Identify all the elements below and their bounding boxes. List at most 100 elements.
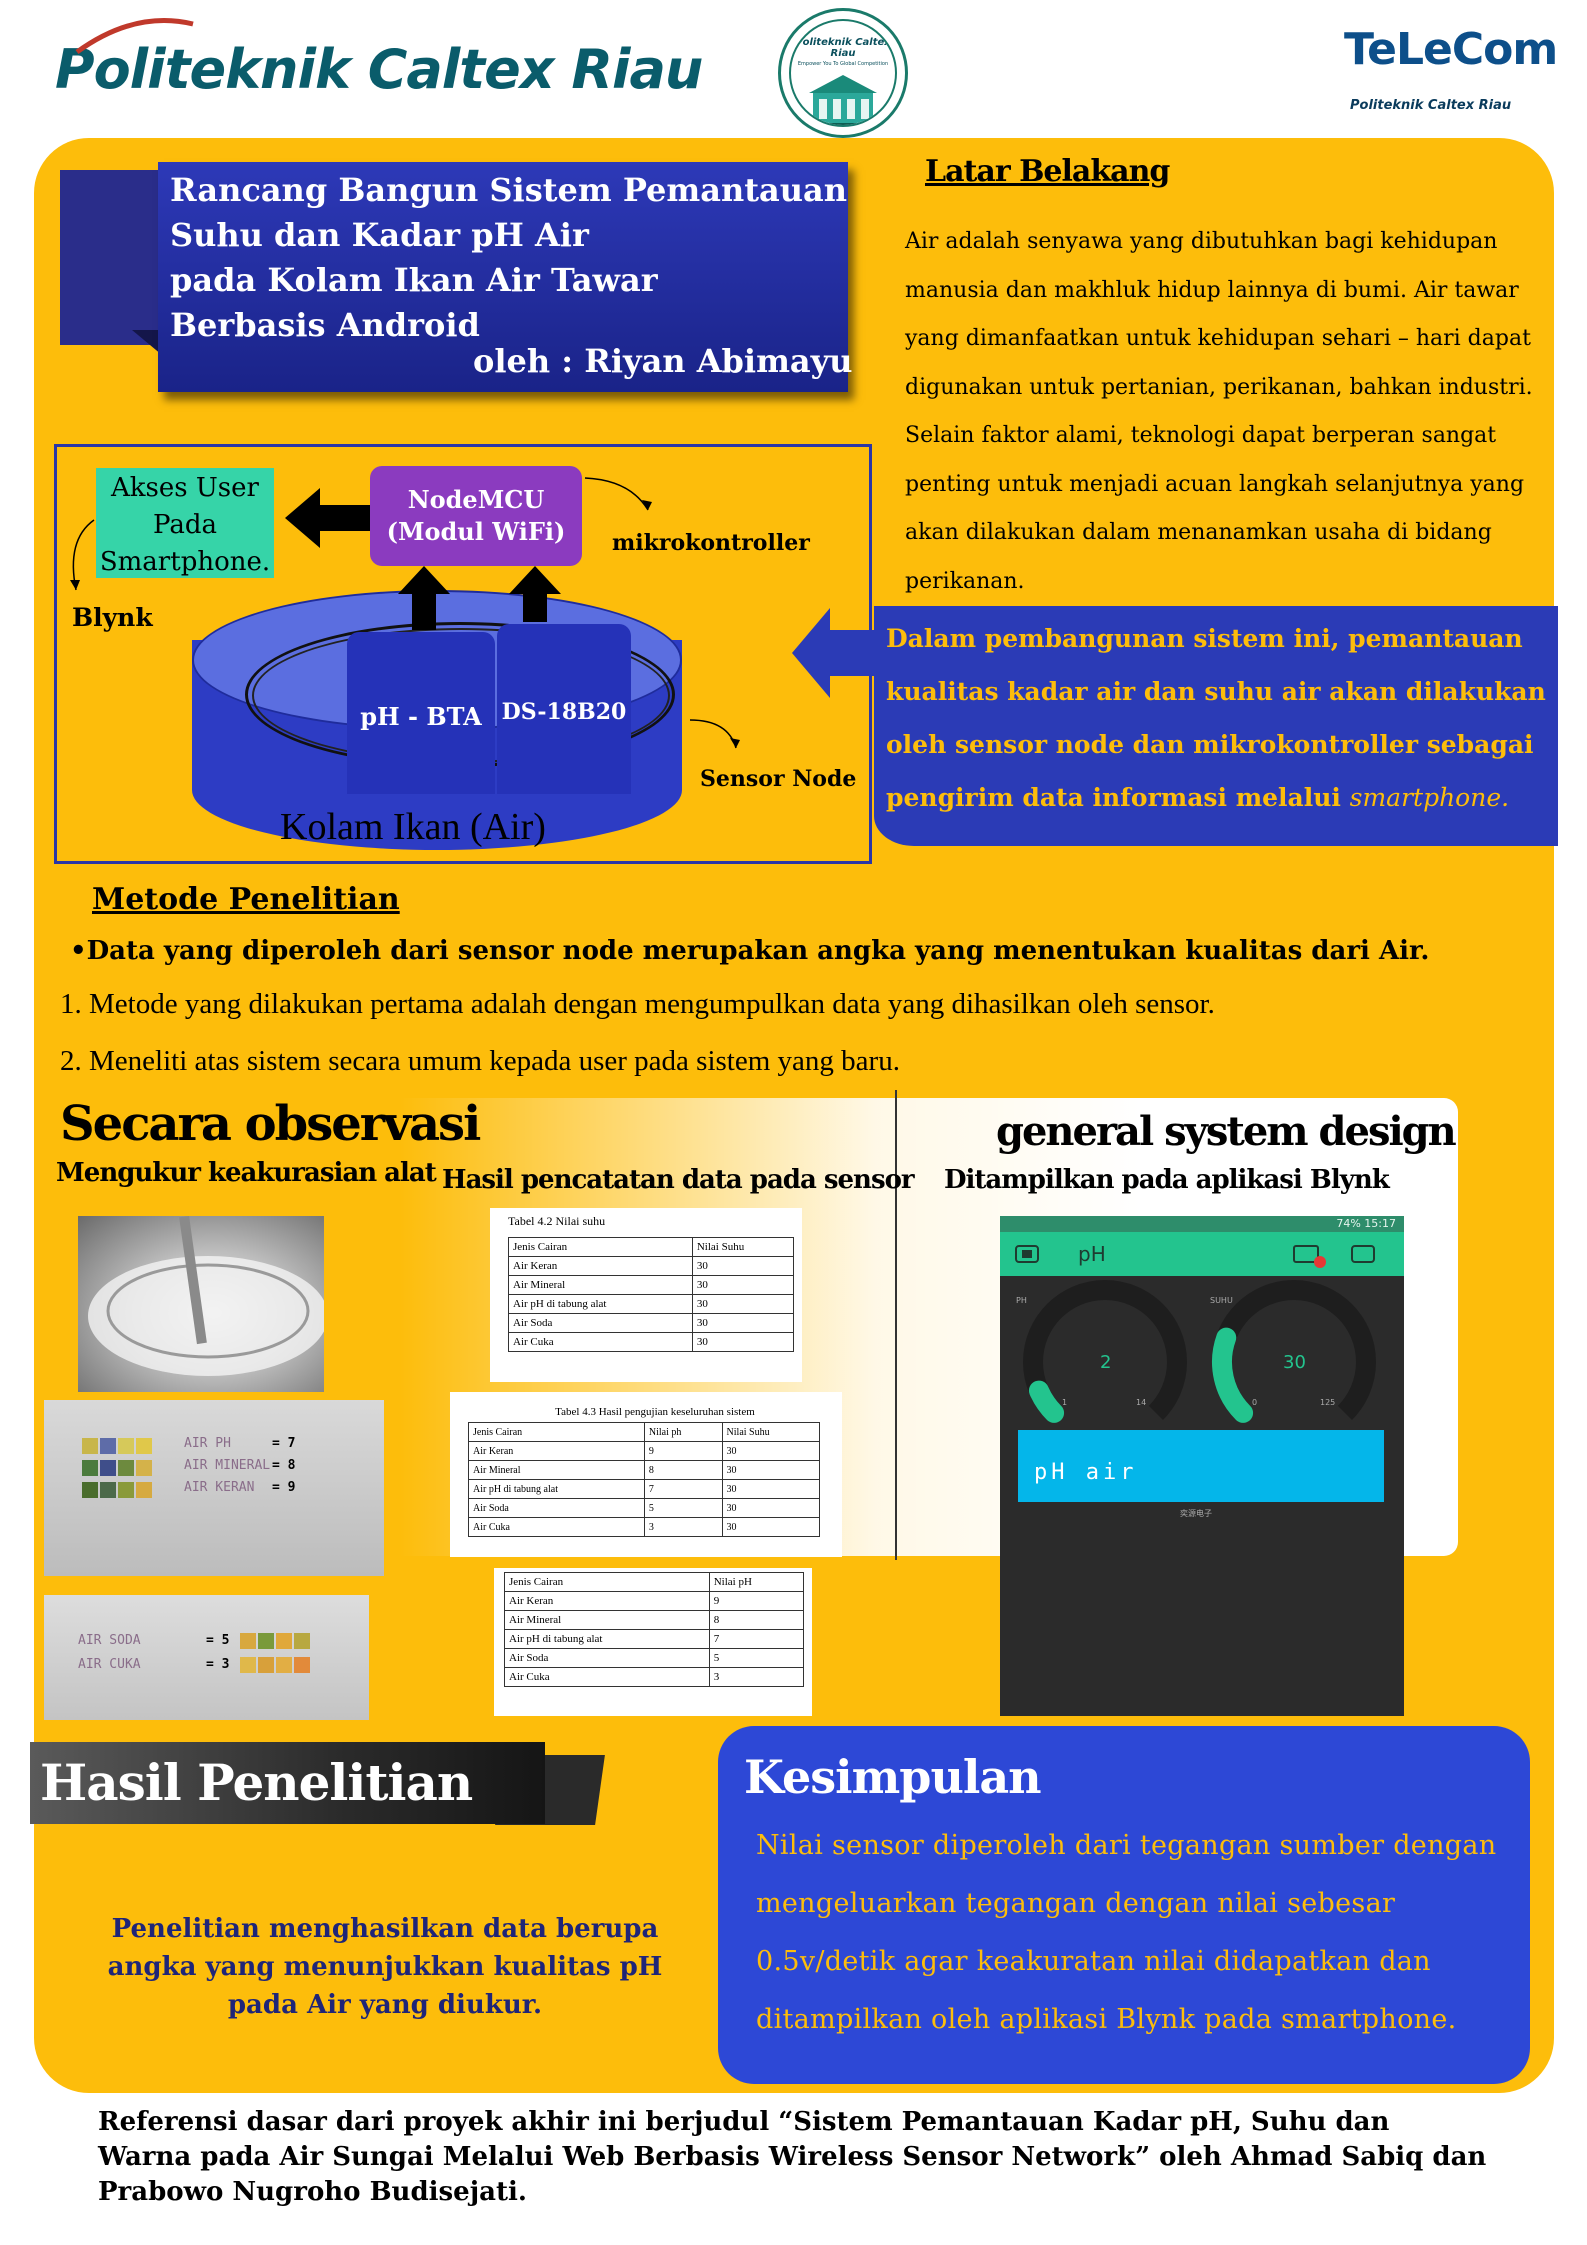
nodemcu-box: NodeMCU (Modul WiFi) bbox=[370, 466, 582, 566]
table-cell: 30 bbox=[721, 1479, 821, 1499]
table-cell: 30 bbox=[691, 1332, 795, 1352]
callout-arrow-icon bbox=[792, 608, 878, 698]
device-icon[interactable] bbox=[1292, 1242, 1328, 1268]
stop-icon[interactable] bbox=[1350, 1244, 1376, 1264]
table-cell: 30 bbox=[721, 1460, 821, 1480]
callout-italic: smartphone. bbox=[1349, 783, 1510, 812]
table-cell: 30 bbox=[691, 1256, 795, 1276]
lcd-widget: pH air bbox=[1018, 1430, 1384, 1502]
arrow-up-icon bbox=[398, 566, 450, 630]
label-air-keran: AIR KERAN bbox=[184, 1480, 255, 1495]
lcd-text: pH air bbox=[1034, 1460, 1138, 1485]
label-air-cuka: AIR CUKA bbox=[78, 1657, 141, 1672]
value-8: = 8 bbox=[272, 1458, 296, 1473]
gauge1-value: 2 bbox=[1100, 1352, 1112, 1373]
table-cell: Air Soda bbox=[468, 1498, 645, 1518]
title-line-4: Berbasis Android bbox=[170, 306, 480, 344]
label-air-ph: AIR PH bbox=[184, 1436, 231, 1451]
gauge2-value: 30 bbox=[1283, 1352, 1306, 1373]
table-cell: Air Keran bbox=[508, 1256, 693, 1276]
metode-item-1: 1. Metode yang dilakukan pertama adalah … bbox=[60, 988, 1215, 1020]
table-cell: Air Cuka bbox=[468, 1517, 645, 1537]
sensor-ds18b20: DS-18B20 bbox=[497, 624, 631, 794]
blynk-label: Blynk bbox=[72, 603, 153, 632]
akses-line-3: Smartphone. bbox=[99, 547, 271, 577]
hasil-title: Hasil Penelitian bbox=[30, 1742, 545, 1824]
title-banner: Rancang Bangun Sistem Pemantauan Suhu da… bbox=[158, 162, 853, 392]
gauge1-label: PH bbox=[1016, 1296, 1027, 1305]
building-icon bbox=[807, 75, 879, 125]
table-cell: 9 bbox=[708, 1591, 805, 1611]
callout-text: Dalam pembangunan sistem ini, pemantauan… bbox=[886, 624, 1546, 812]
observasi-divider bbox=[895, 1090, 897, 1560]
table-cell: 30 bbox=[691, 1313, 795, 1333]
table-cell: Nilai pH bbox=[708, 1572, 805, 1592]
hasil-text: Penelitian menghasilkan data berupa angk… bbox=[107, 1914, 663, 2020]
metode-item-2: 2. Meneliti atas sistem secara umum kepa… bbox=[60, 1045, 900, 1077]
photo-ph-strips-1: AIR PH AIR MINERAL AIR KERAN = 7 = 8 = 9 bbox=[44, 1400, 384, 1576]
table-cell: Air Cuka bbox=[504, 1667, 710, 1687]
value-5: = 5 bbox=[206, 1633, 230, 1648]
pointer-mikro bbox=[584, 477, 649, 511]
tank-label: Kolam Ikan (Air) bbox=[280, 806, 546, 848]
label-air-mineral: AIR MINERAL bbox=[184, 1458, 271, 1473]
table-cell: Air Soda bbox=[504, 1648, 710, 1668]
pointer-blynk bbox=[72, 519, 95, 591]
table-cell: 8 bbox=[708, 1610, 805, 1630]
node-line-1: NodeMCU bbox=[407, 485, 545, 514]
value-9: = 9 bbox=[272, 1480, 296, 1495]
akses-line-1: Akses User bbox=[111, 473, 259, 503]
table-cell: Air pH di tabung alat bbox=[504, 1629, 710, 1649]
diagram-arrows bbox=[70, 477, 878, 749]
arrow-up-icon-2 bbox=[509, 566, 561, 622]
kesimpulan-text: Nilai sensor diperoleh dari tegangan sum… bbox=[756, 1830, 1497, 2035]
gauges bbox=[1023, 1280, 1376, 1423]
table-cell: 8 bbox=[643, 1460, 723, 1480]
gsd-title: general system design bbox=[996, 1108, 1457, 1155]
table-cell: Air Mineral bbox=[504, 1610, 710, 1630]
table-suhu-caption: Tabel 4.2 Nilai suhu bbox=[508, 1214, 606, 1228]
logo-swoosh-icon bbox=[75, 18, 194, 55]
table-cell: 30 bbox=[691, 1294, 795, 1314]
pointer-sensor-node bbox=[689, 719, 737, 749]
gauge2-fill bbox=[1212, 1327, 1254, 1423]
observasi-sub-right: Ditampilkan pada aplikasi Blynk bbox=[944, 1165, 1390, 1195]
node-line-2: (Modul WiFi) bbox=[386, 517, 566, 546]
table-cell: Jenis Cairan bbox=[508, 1237, 693, 1257]
table-cell: 30 bbox=[691, 1275, 795, 1295]
observasi-sub-left: Mengukur keakurasian alat bbox=[56, 1158, 437, 1188]
akses-user-box: Akses User Pada Smartphone. bbox=[96, 468, 274, 578]
gauge1-fill bbox=[1028, 1380, 1065, 1423]
table-cell: 5 bbox=[643, 1498, 723, 1518]
seal-title: Politeknik Caltex Riau bbox=[795, 37, 891, 59]
title-line-2: Suhu dan Kadar pH Air bbox=[170, 216, 589, 254]
value-7: = 7 bbox=[272, 1436, 296, 1451]
table-cell: 5 bbox=[708, 1648, 805, 1668]
table-cell: Air Mineral bbox=[468, 1460, 645, 1480]
kesimpulan-title: Kesimpulan bbox=[744, 1750, 1042, 1804]
sensor-node-label: Sensor Node bbox=[700, 766, 857, 792]
table-cell: 7 bbox=[643, 1479, 723, 1499]
telecom-sub: Politeknik Caltex Riau bbox=[1350, 98, 1512, 113]
table-cell: Nilai Suhu bbox=[691, 1237, 795, 1257]
app-title: pH bbox=[1078, 1242, 1106, 1266]
telecom-logo: TeLeCom Politeknik Caltex Riau bbox=[1340, 18, 1558, 122]
arrow-left-icon bbox=[285, 488, 370, 548]
latar-text: Air adalah senyawa yang dibutuhkan bagi … bbox=[905, 229, 1533, 594]
table-cell: 30 bbox=[721, 1498, 821, 1518]
back-icon[interactable] bbox=[1014, 1244, 1040, 1264]
banner-fold bbox=[132, 330, 162, 355]
gauge1-track bbox=[1023, 1280, 1187, 1420]
phone-status: 74% 15:17 bbox=[1000, 1216, 1404, 1232]
table-cell: 30 bbox=[721, 1517, 821, 1537]
